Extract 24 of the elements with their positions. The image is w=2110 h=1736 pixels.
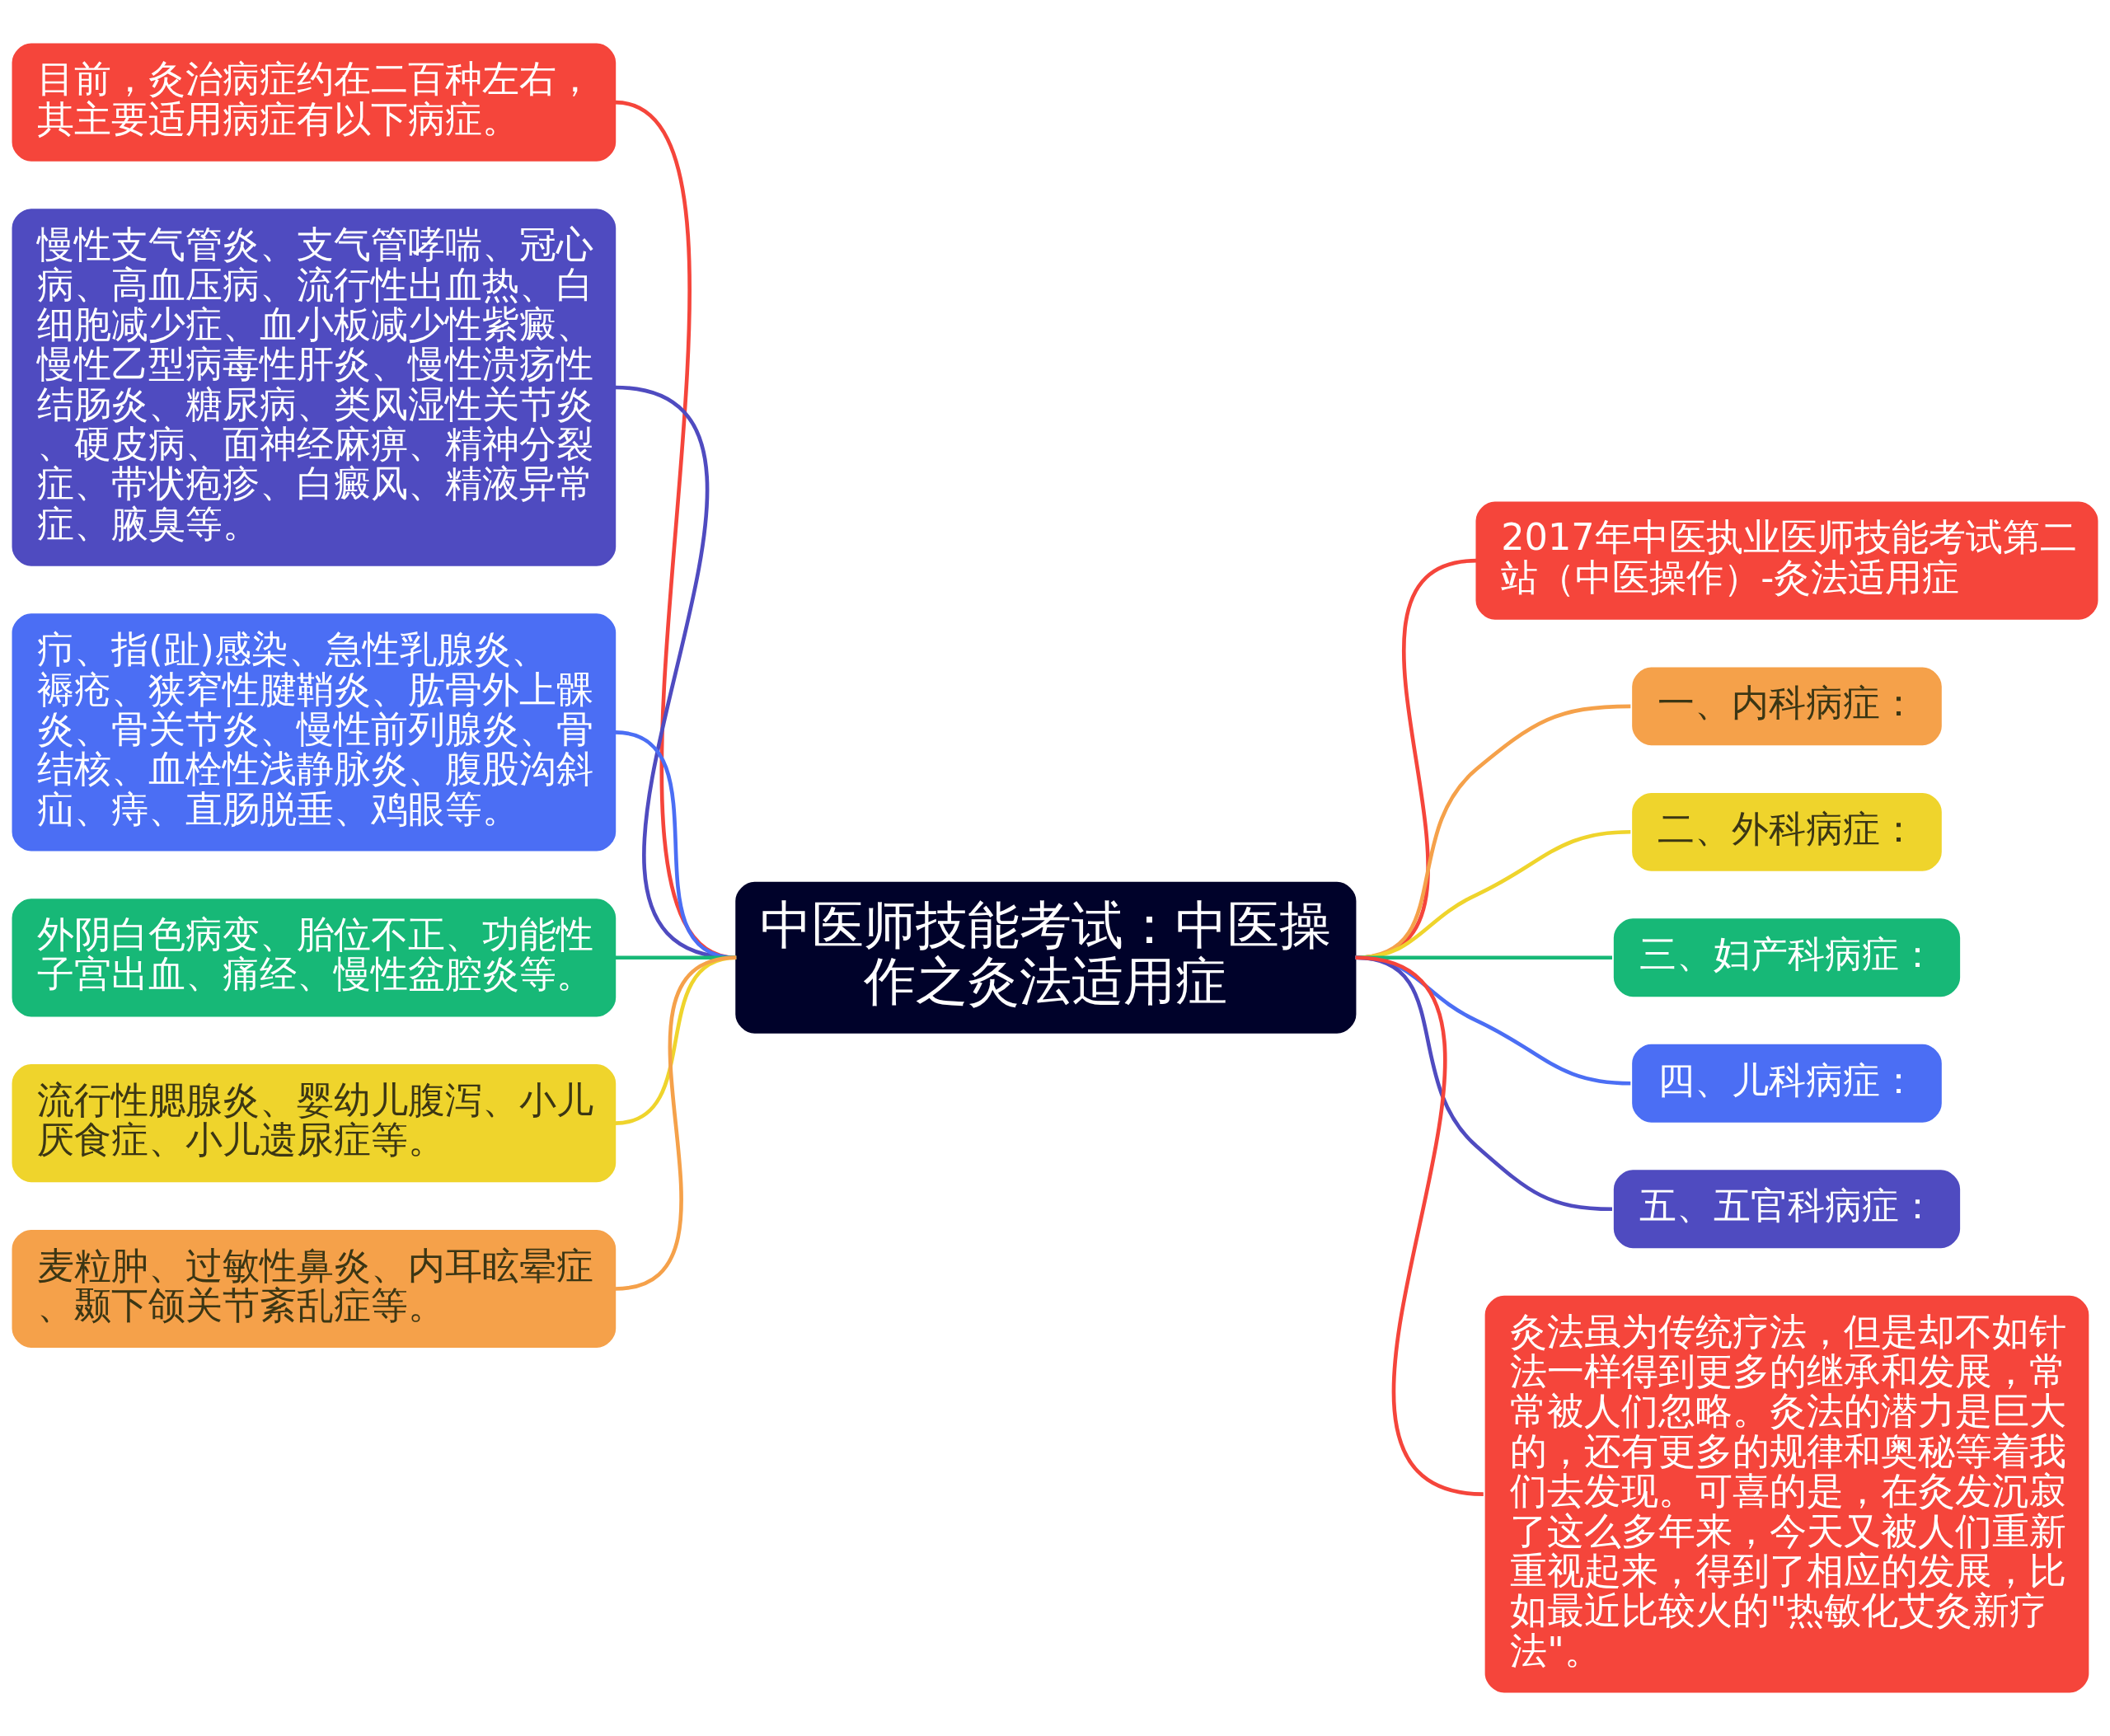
node-box: 灸法虽为传统疗法，但是却不如针法一样得到更多的继承和发展，常常被人们忽略。灸法的潜力是巨大的，还有更多的规律和奥秘等着我们去发现。可喜的是，在灸发沉寂了这么多年来，今天又被人们重新重视起来，得到了相应的发展，比如最近比较火的"热敏化艾灸新疗法"。: [1484, 1295, 2089, 1693]
node-box: 2017年中医执业医师技能考试第二站（中医操作）-灸法适用症: [1475, 501, 2098, 620]
node-box: 五、五官科病症：: [1613, 1170, 1961, 1249]
node-box: 外阴白色病变、胎位不正、功能性子宫出血、痛经、慢性盆腔炎等。: [12, 898, 617, 1017]
connector: [615, 955, 737, 960]
connector: [1355, 704, 1631, 960]
node-box: 三、妇产科病症：: [1613, 918, 1961, 997]
connector: [614, 730, 737, 960]
node-box: 中医师技能考试：中医操作之灸法适用症: [735, 881, 1357, 1034]
node-box: 流行性腮腺炎、婴幼儿腹泻、小儿厌食症、小儿遗尿症等。: [12, 1064, 617, 1183]
node-box: 四、儿科病症：: [1632, 1044, 1942, 1123]
connector: [1355, 955, 1612, 960]
connector: [614, 955, 737, 1291]
node-box: 二、外科病症：: [1632, 792, 1942, 871]
connector: [614, 955, 737, 1125]
node-box: 疖、指(趾)感染、急性乳腺炎、褥疮、狭窄性腱鞘炎、肱骨外上髁炎、骨关节炎、慢性前列腺炎、骨结核、血栓性浅静脉炎、腹股沟斜疝、痔、直肠脱垂、鸡眼等。: [12, 613, 617, 852]
connector: [1355, 955, 1613, 1212]
node-box: 麦粒肿、过敏性鼻炎、内耳眩晕症、颞下颌关节紊乱症等。: [12, 1229, 617, 1349]
node-box: 一、内科病症：: [1632, 667, 1942, 746]
connector: [614, 385, 737, 960]
node-box: 慢性支气管炎、支气管哮喘、冠心病、高血压病、流行性出血热、白细胞减少症、血小板减少性紫癜、慢性乙型病毒性肝炎、慢性溃疡性结肠炎、糖尿病、类风湿性关节炎、硬皮病、面神经麻痹、精神分裂症、带状疱疹、白癜风、精液异常症、腋臭等。: [12, 209, 617, 566]
connector: [1355, 829, 1631, 960]
node-box: 目前，灸治病症约在二百种左右，其主要适用病症有以下病症。: [12, 43, 617, 162]
connector: [1355, 955, 1484, 1496]
